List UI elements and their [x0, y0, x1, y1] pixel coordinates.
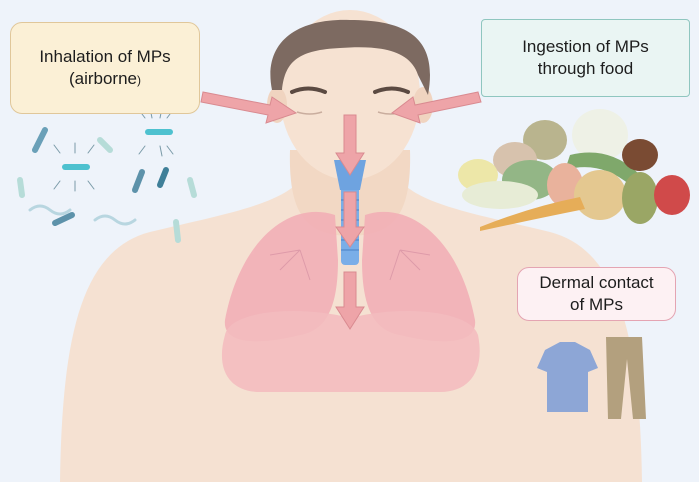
hair — [270, 19, 430, 95]
ingestion-label-box: Ingestion of MPs through food — [481, 19, 690, 97]
exposure-arrows — [200, 91, 482, 330]
trousers — [606, 337, 646, 419]
inhalation-line2: (airborne — [68, 68, 138, 88]
tshirt — [537, 342, 598, 412]
dermal-label-box: Dermal contact of MPs — [517, 267, 676, 321]
lungs — [221, 211, 480, 392]
dermal-line1: Dermal contact — [539, 273, 654, 292]
arrow-down-3 — [335, 271, 365, 330]
food-pile — [458, 109, 690, 231]
inhalation-line1: Inhalation of MPs — [39, 46, 171, 66]
arrow-ingestion — [390, 91, 482, 124]
arrow-down-1 — [335, 114, 365, 176]
inhalation-label-box: Inhalation of MPs (airborne) — [10, 22, 200, 114]
dermal-line2: of MPs — [570, 295, 623, 314]
arrow-down-2 — [335, 191, 365, 248]
ingestion-line1: Ingestion of MPs — [522, 37, 649, 56]
inhalation-line2-end: ) — [137, 72, 142, 87]
arrow-inhalation — [200, 91, 298, 124]
ingestion-line2: through food — [537, 59, 634, 78]
clothing — [537, 337, 646, 419]
diaphragm — [221, 311, 480, 392]
airborne-particles — [17, 107, 197, 243]
